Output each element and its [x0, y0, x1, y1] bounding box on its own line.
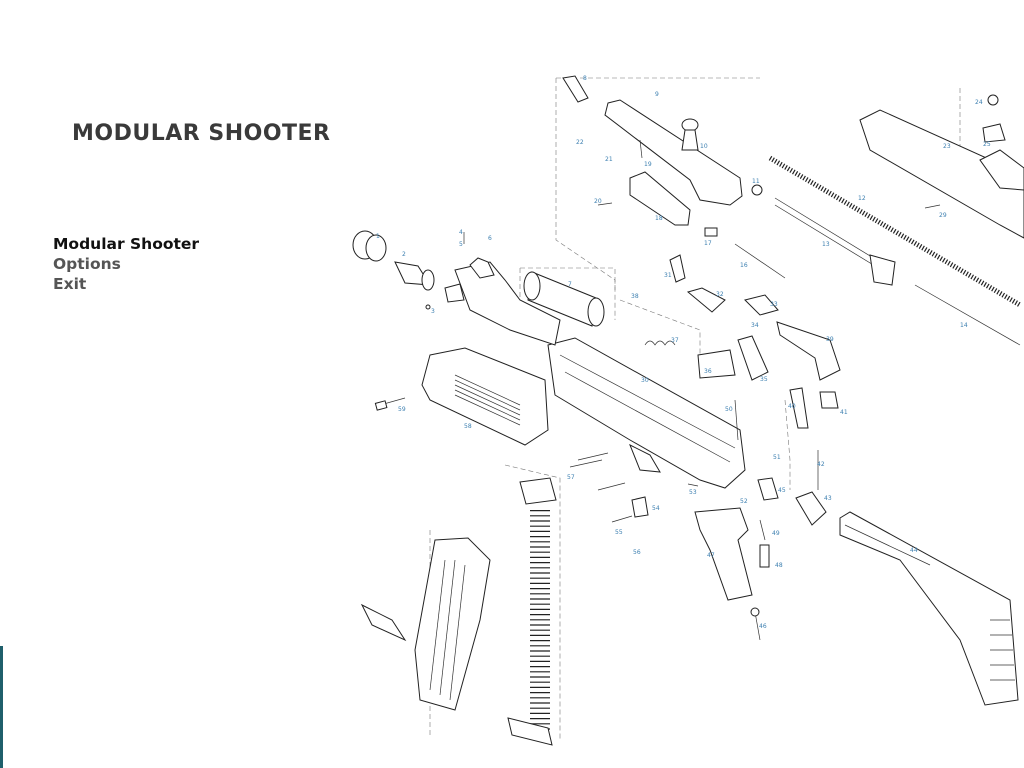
- part-label: 32: [716, 291, 724, 298]
- part-label: 44: [910, 547, 918, 554]
- part-label: 6: [488, 235, 492, 242]
- recoil-spring-part: [768, 155, 1022, 346]
- part-label: 8: [583, 75, 587, 82]
- part-label: 17: [704, 240, 712, 247]
- part-label: 14: [960, 322, 968, 329]
- game-title: MODULAR SHOOTER: [72, 121, 331, 146]
- part-label: 48: [775, 562, 783, 569]
- part-label: 46: [759, 623, 767, 630]
- part-label: 3: [431, 308, 435, 315]
- part-label: 21: [605, 156, 613, 163]
- part-label: 56: [633, 549, 641, 556]
- edge-accent-bar: [0, 646, 3, 768]
- part-number-labels: 1 2 3 4 5 6 7 8 9 10 11 12 13 14 16 17 1…: [376, 75, 991, 630]
- menu-item-options[interactable]: Options: [53, 255, 121, 273]
- part-label: 51: [773, 454, 781, 461]
- menu-item-modular-shooter[interactable]: Modular Shooter: [53, 235, 200, 253]
- part-label: 25: [983, 141, 991, 148]
- part-label: 16: [740, 262, 748, 269]
- part-label: 30: [641, 377, 649, 384]
- part-label: 54: [652, 505, 660, 512]
- part-label: 20: [594, 198, 602, 205]
- part-label: 35: [760, 376, 768, 383]
- menu-item-exit[interactable]: Exit: [53, 275, 87, 293]
- part-label: 7: [568, 281, 572, 288]
- part-label: 42: [817, 461, 825, 468]
- part-label: 38: [631, 293, 639, 300]
- part-label: 36: [704, 368, 712, 375]
- part-label: 19: [644, 161, 652, 168]
- part-label: 34: [751, 322, 759, 329]
- muzzle-parts: [352, 230, 435, 310]
- folding-stock-part: [757, 477, 1019, 706]
- barrel-part: [444, 257, 561, 346]
- part-label: 45: [778, 487, 786, 494]
- part-label: 5: [459, 241, 463, 248]
- bolt-carrier-part: [562, 75, 763, 226]
- pistol-grip-part: [694, 507, 761, 641]
- part-label: 55: [615, 529, 623, 536]
- part-label: 53: [689, 489, 697, 496]
- part-label: 22: [576, 139, 584, 146]
- part-label: 43: [824, 495, 832, 502]
- gas-tube-part: [523, 271, 605, 327]
- part-label: 40: [788, 403, 796, 410]
- receiver-part: [547, 337, 746, 489]
- part-label: 1: [376, 233, 380, 240]
- part-label: 57: [567, 474, 575, 481]
- part-label: 23: [943, 143, 951, 150]
- part-label: 11: [752, 178, 760, 185]
- handguard-part: [374, 347, 549, 446]
- top-cover-part: [859, 94, 1024, 239]
- part-label: 58: [464, 423, 472, 430]
- part-label: 18: [655, 215, 663, 222]
- part-label: 9: [655, 91, 659, 98]
- part-label: 33: [770, 301, 778, 308]
- trigger-group-parts: [644, 254, 841, 441]
- pins-and-screws: [463, 139, 819, 568]
- part-label: 50: [725, 406, 733, 413]
- part-label: 37: [671, 337, 679, 344]
- part-label: 12: [858, 195, 866, 202]
- part-label: 31: [664, 272, 672, 279]
- part-label: 2: [402, 251, 406, 258]
- part-label: 59: [398, 406, 406, 413]
- part-label: 41: [840, 409, 848, 416]
- part-label: 4: [459, 229, 463, 236]
- part-label: 47: [707, 552, 715, 559]
- part-label: 29: [939, 212, 947, 219]
- part-label: 13: [822, 241, 830, 248]
- part-label: 49: [772, 530, 780, 537]
- part-label: 52: [740, 498, 748, 505]
- part-label: 39: [826, 336, 834, 343]
- part-label: 24: [975, 99, 983, 106]
- magazine-parts: [360, 477, 557, 746]
- main-menu: Modular Shooter Options Exit: [53, 234, 199, 294]
- part-label: 10: [700, 143, 708, 150]
